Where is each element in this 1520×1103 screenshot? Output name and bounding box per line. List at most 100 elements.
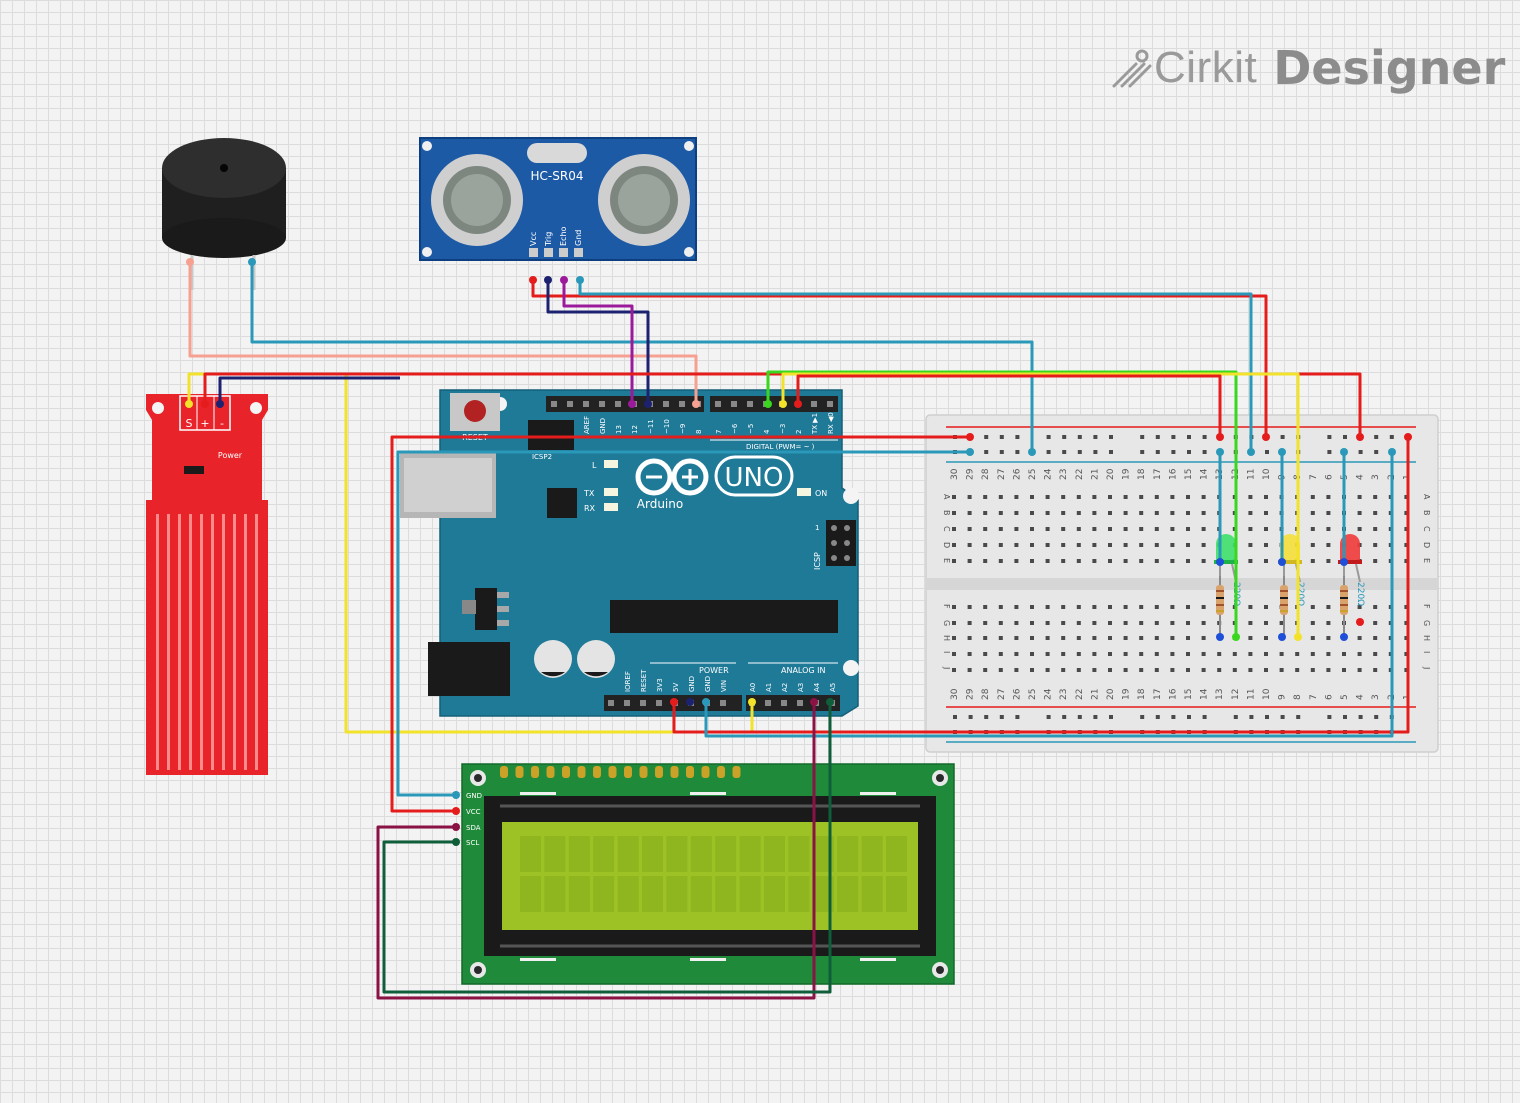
breadboard-hole[interactable] [1404, 652, 1409, 656]
breadboard-hole[interactable] [1045, 605, 1050, 609]
buzzer[interactable] [162, 138, 286, 290]
breadboard-rail-hole[interactable] [1202, 715, 1207, 719]
breadboard-hole[interactable] [1061, 668, 1066, 672]
breadboard-hole[interactable] [1154, 559, 1159, 563]
breadboard-hole[interactable] [1201, 559, 1206, 563]
breadboard-rail-hole[interactable] [984, 435, 989, 439]
breadboard-rail-hole[interactable] [1109, 450, 1113, 454]
breadboard-rail-hole[interactable] [1202, 435, 1207, 439]
breadboard-rail-hole[interactable] [1155, 450, 1160, 454]
breadboard-hole[interactable] [1154, 495, 1159, 499]
breadboard-hole[interactable] [1123, 636, 1128, 640]
breadboard-hole[interactable] [1186, 559, 1190, 563]
breadboard-hole[interactable] [1076, 543, 1081, 547]
breadboard-hole[interactable] [1139, 543, 1144, 547]
breadboard-hole[interactable] [967, 495, 972, 499]
breadboard-hole[interactable] [1310, 621, 1315, 625]
breadboard-hole[interactable] [1326, 668, 1331, 672]
breadboard-hole[interactable] [1092, 511, 1097, 515]
breadboard-hole[interactable] [1248, 511, 1253, 515]
breadboard-hole[interactable] [1373, 652, 1378, 656]
arduino-header-pin[interactable] [608, 700, 614, 706]
breadboard-hole[interactable] [1014, 559, 1019, 563]
breadboard-hole[interactable] [967, 652, 972, 656]
breadboard-hole[interactable] [1139, 495, 1144, 499]
breadboard-hole[interactable] [1154, 621, 1159, 625]
breadboard-hole[interactable] [1170, 527, 1175, 531]
breadboard-rail-hole[interactable] [1046, 715, 1051, 719]
breadboard-hole[interactable] [1326, 495, 1331, 499]
breadboard-hole[interactable] [1201, 543, 1206, 547]
breadboard-hole[interactable] [998, 621, 1003, 625]
breadboard-rail-hole[interactable] [1187, 435, 1191, 439]
wire-endpoint[interactable] [1216, 558, 1224, 566]
breadboard-hole[interactable] [1045, 511, 1050, 515]
wire-endpoint[interactable] [692, 400, 700, 408]
wire-endpoint[interactable] [1278, 558, 1286, 566]
breadboard-hole[interactable] [1170, 636, 1175, 640]
breadboard-rail-hole[interactable] [1374, 715, 1379, 719]
breadboard-hole[interactable] [983, 668, 988, 672]
breadboard-hole[interactable] [1373, 511, 1378, 515]
breadboard-hole[interactable] [1170, 559, 1175, 563]
breadboard-hole[interactable] [1186, 543, 1190, 547]
breadboard-hole[interactable] [1030, 527, 1034, 531]
wire-endpoint[interactable] [248, 258, 256, 266]
wire-endpoint[interactable] [452, 807, 460, 815]
breadboard-hole[interactable] [1092, 527, 1097, 531]
wire-endpoint[interactable] [1404, 433, 1412, 441]
breadboard-hole[interactable] [1326, 511, 1331, 515]
breadboard-hole[interactable] [1217, 652, 1222, 656]
breadboard-hole[interactable] [1248, 559, 1253, 563]
breadboard-hole[interactable] [1373, 559, 1378, 563]
breadboard-hole[interactable] [1154, 511, 1159, 515]
breadboard-hole[interactable] [1123, 559, 1128, 563]
breadboard-hole[interactable] [1045, 527, 1050, 531]
breadboard-hole[interactable] [1014, 636, 1019, 640]
breadboard-hole[interactable] [1264, 636, 1268, 640]
breadboard-hole[interactable] [967, 636, 972, 640]
breadboard-hole[interactable] [1061, 559, 1066, 563]
breadboard-hole[interactable] [1108, 652, 1112, 656]
breadboard-hole[interactable] [1045, 559, 1050, 563]
breadboard-hole[interactable] [952, 511, 956, 515]
breadboard-hole[interactable] [952, 652, 956, 656]
breadboard-hole[interactable] [1248, 652, 1253, 656]
breadboard-hole[interactable] [1232, 668, 1237, 672]
breadboard-hole[interactable] [983, 559, 988, 563]
breadboard-hole[interactable] [1186, 511, 1190, 515]
breadboard-hole[interactable] [952, 495, 956, 499]
water-level-sensor[interactable]: S + - Power [146, 394, 268, 775]
arduino-header-pin[interactable] [720, 700, 726, 706]
breadboard-rail-hole[interactable] [1093, 450, 1098, 454]
breadboard-hole[interactable] [1061, 605, 1066, 609]
breadboard-hole[interactable] [952, 621, 956, 625]
breadboard-hole[interactable] [1186, 621, 1190, 625]
breadboard-hole[interactable] [1264, 605, 1268, 609]
wire-endpoint[interactable] [686, 698, 694, 706]
breadboard-hole[interactable] [1404, 527, 1409, 531]
arduino-header-pin[interactable] [827, 401, 833, 407]
breadboard-hole[interactable] [1264, 621, 1268, 625]
breadboard-hole[interactable] [983, 511, 988, 515]
breadboard-hole[interactable] [1310, 543, 1315, 547]
breadboard-rail-hole[interactable] [1062, 435, 1067, 439]
arduino-header-pin[interactable] [624, 700, 630, 706]
breadboard-hole[interactable] [1357, 605, 1362, 609]
breadboard-rail-hole[interactable] [1171, 435, 1176, 439]
breadboard-hole[interactable] [1045, 543, 1050, 547]
breadboard-hole[interactable] [1139, 511, 1144, 515]
breadboard-hole[interactable] [1326, 527, 1331, 531]
breadboard-hole[interactable] [1154, 605, 1159, 609]
breadboard-hole[interactable] [1139, 621, 1144, 625]
arduino-header-pin[interactable] [599, 401, 605, 407]
breadboard-rail-hole[interactable] [1062, 450, 1067, 454]
breadboard-hole[interactable] [1014, 668, 1019, 672]
breadboard-hole[interactable] [967, 527, 972, 531]
wire-endpoint[interactable] [452, 838, 460, 846]
breadboard-hole[interactable] [998, 495, 1003, 499]
breadboard-rail-hole[interactable] [1109, 715, 1113, 719]
breadboard-rail-hole[interactable] [1155, 435, 1160, 439]
breadboard-hole[interactable] [1154, 527, 1159, 531]
breadboard-hole[interactable] [1310, 652, 1315, 656]
